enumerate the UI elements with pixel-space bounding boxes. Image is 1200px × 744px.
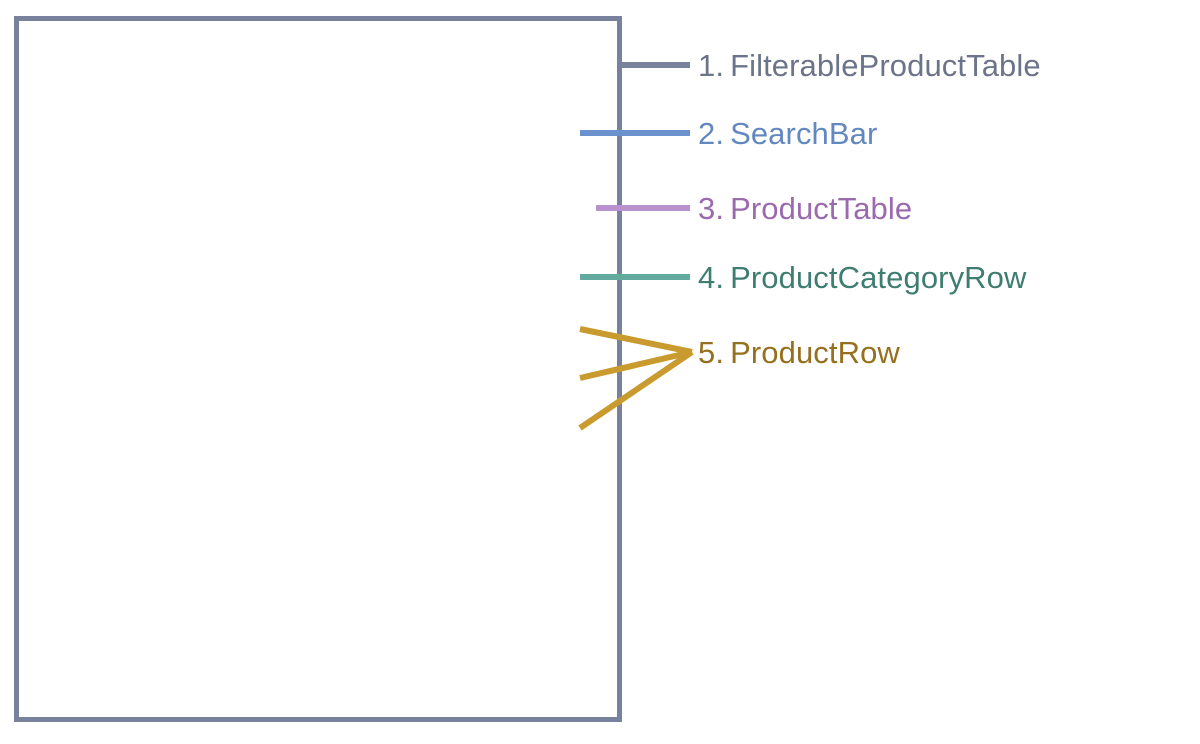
callout-number: 1. — [698, 48, 725, 83]
callout-number: 2. — [698, 116, 725, 151]
callout-product-category-row: 4.ProductCategoryRow — [698, 260, 1027, 296]
callout-label: FilterableProductTable — [730, 48, 1041, 83]
callout-number: 5. — [698, 335, 725, 370]
callout-product-row: 5.ProductRow — [698, 335, 900, 371]
callout-number: 4. — [698, 260, 725, 295]
callout-product-table: 3.ProductTable — [698, 191, 912, 227]
callout-label: ProductCategoryRow — [730, 260, 1027, 295]
callout-label: SearchBar — [730, 116, 878, 151]
callout-search-bar: 2.SearchBar — [698, 116, 877, 152]
callout-label: ProductTable — [730, 191, 913, 226]
filterable-product-table — [14, 16, 622, 722]
callout-number: 3. — [698, 191, 725, 226]
callout-filterable-product-table: 1.FilterableProductTable — [698, 48, 1041, 84]
callout-label: ProductRow — [730, 335, 900, 370]
